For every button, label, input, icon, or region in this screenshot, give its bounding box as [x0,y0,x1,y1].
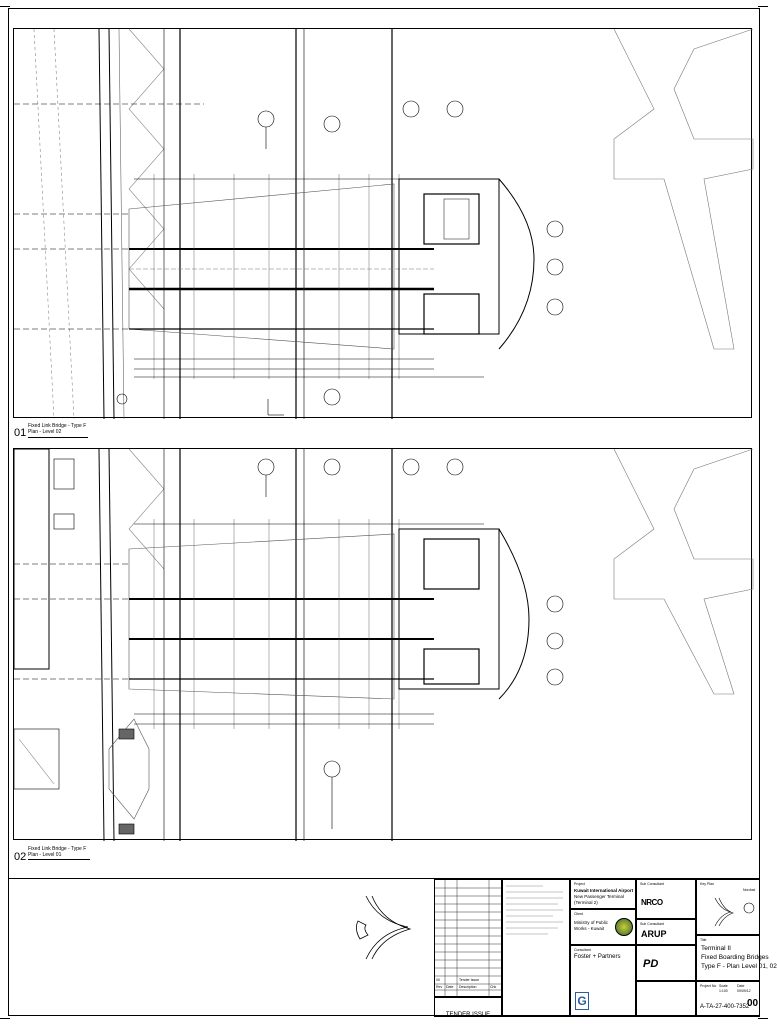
sheet-frame [8,8,760,1016]
rev-header-rev: Rev [436,985,443,989]
project-line: New Passenger Terminal [574,894,624,899]
revision-number: 00 [747,998,759,1009]
view-title: Fixed Link Bridge - Type F [28,423,87,429]
bridge-plan-drawing [13,448,754,842]
pd-logo-icon: PD [643,958,659,970]
rev-row-number: 00 [436,978,440,982]
view-number: 02 [14,851,27,863]
field-label: Date [737,984,745,988]
status-box: TENDER ISSUE [434,997,502,1018]
rev-header-description: Description [459,985,477,989]
sub-consultant-label: Sub Consultant [640,922,664,926]
view-title-underline [28,437,88,438]
project-line: (Terminal 2) [574,900,598,905]
field-label: Scale [719,984,728,988]
drawing-number: A-TA-27-400-7352 [700,1004,750,1010]
field-label: Project No [700,984,717,988]
sub-consultant-1-box: Sub Consultant NRCO [636,879,696,919]
drawing-title-line: Type F - Plan Level 01, 02 [701,963,777,970]
view-title: Fixed Link Bridge - Type F [28,846,87,852]
client-label: Client [574,912,583,916]
plan-view-level-01 [13,448,754,842]
sub-consultant-label: Sub Consultant [640,882,664,886]
crop-mark [0,6,10,7]
title-block: Rev Date Description Chk 00 Tender Issue… [8,878,777,1018]
key-plan-label: Key Plan [700,882,715,886]
sub-consultant-3-box: PD [636,945,696,981]
title-label: Title [700,938,707,942]
crop-mark [0,1018,10,1019]
architect-name: Foster + Partners [574,954,621,960]
status-text: TENDER ISSUE [445,1012,491,1018]
drawing-title-line: Terminal II [701,945,731,952]
rev-header-check: Chk [490,985,497,989]
scale-value: 1:100 [719,989,728,993]
client-line: Works - Kuwait [574,926,605,931]
title-box: Title Terminal II Fixed Boarding Bridges… [696,935,777,981]
date-value: 09/09/12 [737,989,751,993]
sub-consultant-2-box: Sub Consultant ARUP [636,919,696,945]
rev-row-description: Tender Issue [459,978,480,982]
drawing-number-box: Project No Scale Date 1:100 09/09/12 A-T… [696,981,760,1017]
plan-view-level-02 [13,28,754,420]
crop-mark [758,6,768,7]
notes-box [502,879,570,1017]
drawing-title-line: Fixed Boarding Bridges [701,954,769,961]
project-label: Project [574,882,585,886]
bridge-plan-drawing [14,28,754,420]
view-subtitle: Plan - Level 01 [28,852,62,858]
key-plan-box: Key Plan Nordost [696,879,760,935]
nrco-logo-icon: NRCO [641,898,663,907]
consultant-box: Consultant Foster + Partners G [570,945,636,1017]
consultant-logo-icon: G [575,992,589,1010]
view-number: 01 [14,427,27,439]
project-box: Project Kuwait International Airport New… [570,879,636,909]
consultant-label: Consultant [574,948,591,952]
revision-table: Rev Date Description Chk 00 Tender Issue [434,879,502,997]
crop-mark [758,1018,768,1019]
project-line: Kuwait International Airport [574,888,634,893]
key-plan-drawing [714,897,755,927]
client-box: Client Ministry of Public Works - Kuwait [570,909,636,945]
blank-box [636,981,696,1017]
view-title-underline [28,859,90,860]
rev-header-date: Date [446,985,454,989]
view-subtitle: Plan - Level 02 [28,429,62,435]
ministry-seal-icon [615,918,633,936]
terminal-key-symbol [356,895,412,960]
revision-grid [435,880,501,996]
arup-logo: ARUP [641,929,667,939]
north-label: Nordost [743,888,756,892]
notes-lines [506,885,563,935]
client-line: Ministry of Public [574,920,609,925]
